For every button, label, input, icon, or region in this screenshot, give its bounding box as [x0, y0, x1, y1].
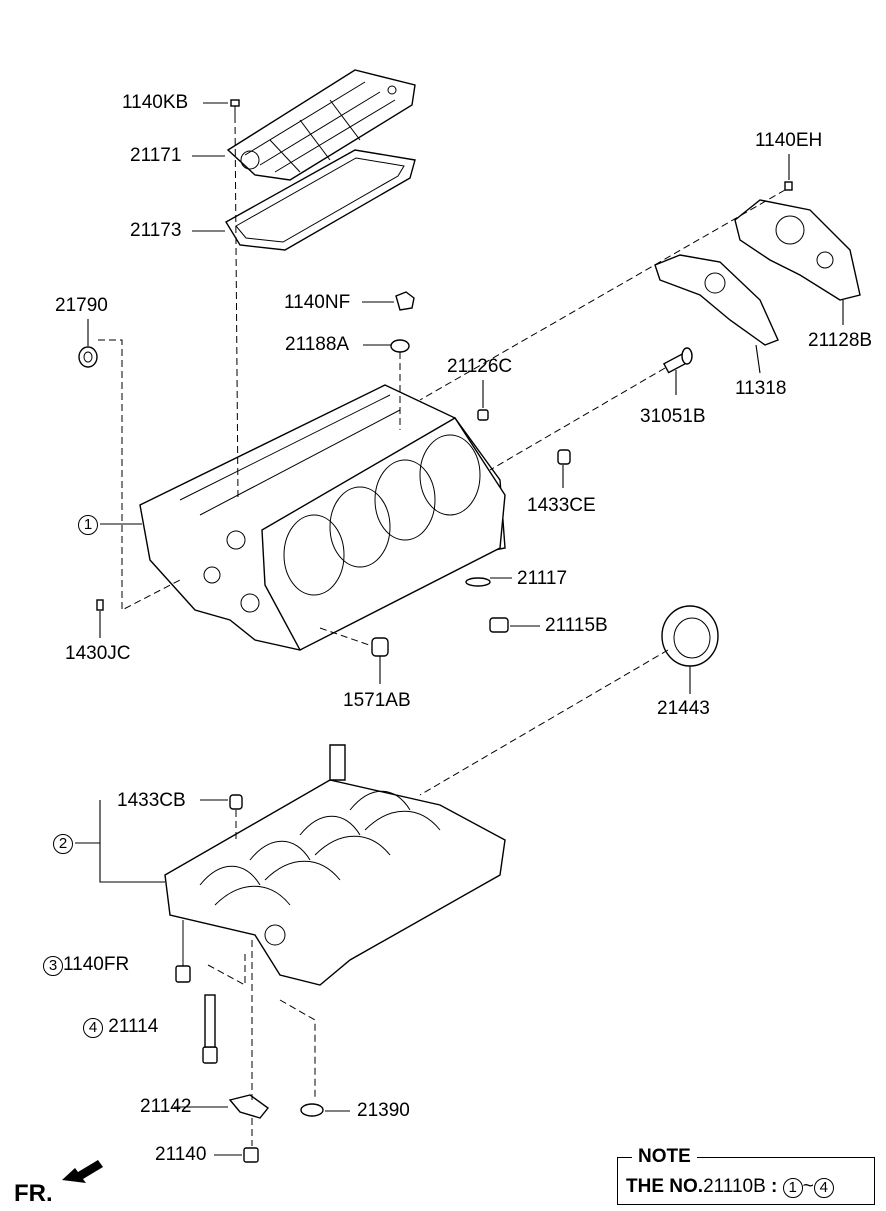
part-label-31051b: 31051B	[640, 406, 706, 427]
pin-1430jc	[96, 599, 104, 611]
gasket-drawing	[225, 149, 416, 251]
assembly-dash-lines	[98, 115, 786, 1146]
jet-21142	[228, 1094, 270, 1119]
note-title: NOTE	[632, 1146, 697, 1168]
part-label-21126c: 21126C	[447, 356, 513, 377]
note-colon: :	[765, 1176, 783, 1197]
bolt-1140fr	[175, 920, 191, 983]
plug-1571ab	[371, 637, 389, 657]
crankcase-drawing	[164, 744, 506, 986]
part-label-1140eh: 1140EH	[755, 130, 823, 151]
note-range-end: 4	[813, 1178, 834, 1198]
ring-21390	[300, 1103, 324, 1117]
part-label-21390: 21390	[357, 1100, 410, 1121]
part-label-21171: 21171	[130, 145, 182, 166]
part-label-21173: 21173	[130, 220, 182, 241]
part-label-21114: 4 21114	[83, 1016, 158, 1038]
note-tilde: ~	[802, 1176, 814, 1197]
leader-lines	[75, 102, 844, 1156]
part-label-1140fr-text: 1140FR	[63, 954, 130, 975]
part-label-21117: 21117	[517, 568, 568, 589]
callout-2-wrap: 2	[53, 832, 73, 854]
timing-cover-21128b	[734, 181, 861, 301]
washer-21188a	[390, 339, 410, 353]
part-label-1140kb: 1140KB	[122, 92, 189, 113]
part-label-21140: 21140	[155, 1144, 207, 1165]
seal-21790	[78, 346, 98, 368]
plug-21126c	[477, 409, 489, 421]
head-cover-drawing	[226, 69, 416, 181]
callout-3: 3	[43, 956, 63, 976]
note-range-start: 1	[782, 1178, 803, 1198]
front-direction-arrow	[62, 1160, 103, 1183]
part-label-21443: 21443	[657, 698, 710, 719]
note-box: NOTE THE NO.21110B : 1~4	[617, 1146, 875, 1205]
gasket-11318	[654, 254, 779, 346]
part-label-21115b: 21115B	[545, 615, 608, 636]
pin-1433cb	[229, 794, 243, 810]
part-label-21114-text: 21114	[108, 1016, 159, 1037]
oil-seal-21443	[661, 605, 719, 667]
part-label-21142: 21142	[140, 1096, 192, 1117]
note-part-number: 21110B	[703, 1176, 766, 1197]
part-label-1140nf: 1140NF	[284, 292, 351, 313]
plug-1140nf	[395, 291, 415, 311]
note-text: THE NO.21110B : 1~4	[626, 1176, 834, 1198]
bolt-21140	[243, 1147, 259, 1163]
sensor-21115b	[489, 617, 509, 633]
part-label-21128b: 21128B	[808, 330, 873, 351]
part-label-11318: 11318	[735, 378, 787, 399]
gasket-21117	[465, 577, 491, 587]
bolt-1140kb	[230, 99, 240, 116]
part-label-1571ab: 1571AB	[343, 690, 411, 711]
callout-2: 2	[53, 834, 73, 854]
part-label-1433cb: 1433CB	[117, 790, 186, 811]
front-direction-label: FR.	[14, 1180, 53, 1207]
callout-1: 1	[78, 515, 98, 535]
callout-4: 4	[83, 1018, 103, 1038]
callout-1-wrap: 1	[78, 513, 98, 535]
part-label-1433ce: 1433CE	[527, 495, 596, 516]
note-prefix: THE NO.	[626, 1176, 704, 1197]
part-label-1430jc: 1430JC	[65, 643, 131, 664]
part-label-21188a: 21188A	[285, 334, 350, 355]
pin-1433ce	[557, 449, 571, 465]
dowel-31051b	[662, 347, 693, 374]
cylinder-block-drawing	[139, 384, 506, 651]
part-label-21790: 21790	[55, 295, 108, 316]
bolt-21114	[202, 994, 218, 1064]
